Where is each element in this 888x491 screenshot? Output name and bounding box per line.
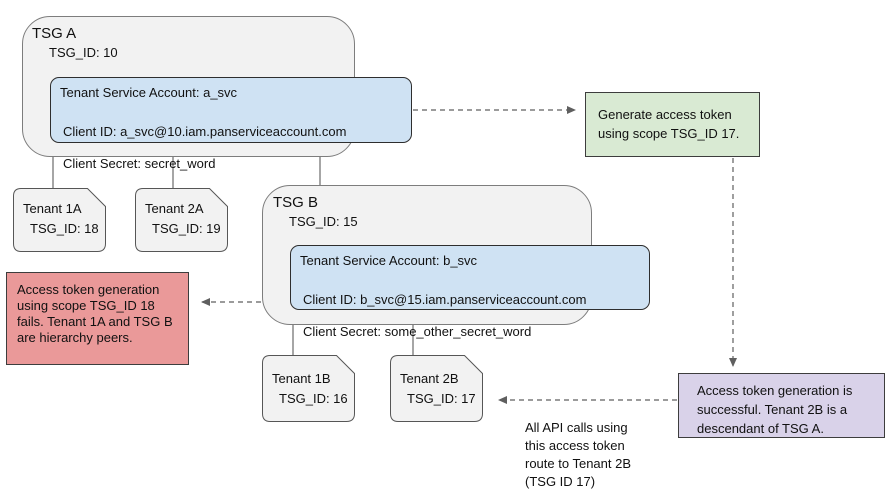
tenant-1a-card-shape bbox=[13, 188, 106, 252]
tenant-2b-card-shape bbox=[390, 355, 483, 422]
tenant-1b-name: Tenant 1B bbox=[272, 371, 331, 386]
service-account-b-client-secret: Client Secret: some_other_secret_word bbox=[303, 324, 532, 339]
generate-token-note: Generate access token using scope TSG_ID… bbox=[585, 92, 760, 157]
tenant-2a-card: Tenant 2A TSG_ID: 19 bbox=[135, 188, 228, 252]
tenant-2b-card: Tenant 2B TSG_ID: 17 bbox=[390, 355, 483, 422]
tsg-b-title: TSG B bbox=[273, 194, 319, 211]
tenant-2a-id: TSG_ID: 19 bbox=[152, 221, 221, 236]
tsg-a-id: TSG_ID: 10 bbox=[49, 45, 118, 60]
tenant-1b-card-shape bbox=[262, 355, 355, 422]
tenant-1b-id: TSG_ID: 16 bbox=[279, 391, 348, 406]
tenant-2a-card-shape bbox=[135, 188, 228, 252]
service-account-b-box: Tenant Service Account: b_svc Client ID:… bbox=[290, 245, 650, 339]
token-success-note: Access token generation is successful. T… bbox=[678, 373, 885, 438]
tenant-1b-card: Tenant 1B TSG_ID: 16 bbox=[262, 355, 355, 422]
tsg-a-title: TSG A bbox=[32, 25, 77, 42]
service-account-b-title: Tenant Service Account: b_svc bbox=[300, 253, 478, 268]
service-account-b-client-id: Client ID: b_svc@15.iam.panserviceaccoun… bbox=[303, 292, 587, 307]
service-account-a-client-id: Client ID: a_svc@10.iam.panserviceaccoun… bbox=[63, 124, 347, 139]
service-account-a-title: Tenant Service Account: a_svc bbox=[60, 85, 238, 100]
tsg-b-id: TSG_ID: 15 bbox=[289, 214, 358, 229]
tenant-2b-name: Tenant 2B bbox=[400, 371, 459, 386]
tenant-1a-card: Tenant 1A TSG_ID: 18 bbox=[13, 188, 106, 252]
tenant-2a-name: Tenant 2A bbox=[145, 201, 204, 216]
service-account-a-box: Tenant Service Account: a_svc Client ID:… bbox=[50, 77, 412, 171]
tenant-1a-id: TSG_ID: 18 bbox=[30, 221, 99, 236]
service-account-a-client-secret: Client Secret: secret_word bbox=[63, 156, 216, 171]
tenant-1a-name: Tenant 1A bbox=[23, 201, 82, 216]
tenant-2b-id: TSG_ID: 17 bbox=[407, 391, 476, 406]
token-fail-note: Access token generation using scope TSG_… bbox=[6, 272, 189, 365]
api-route-caption: All API calls using this access token ro… bbox=[525, 420, 632, 489]
